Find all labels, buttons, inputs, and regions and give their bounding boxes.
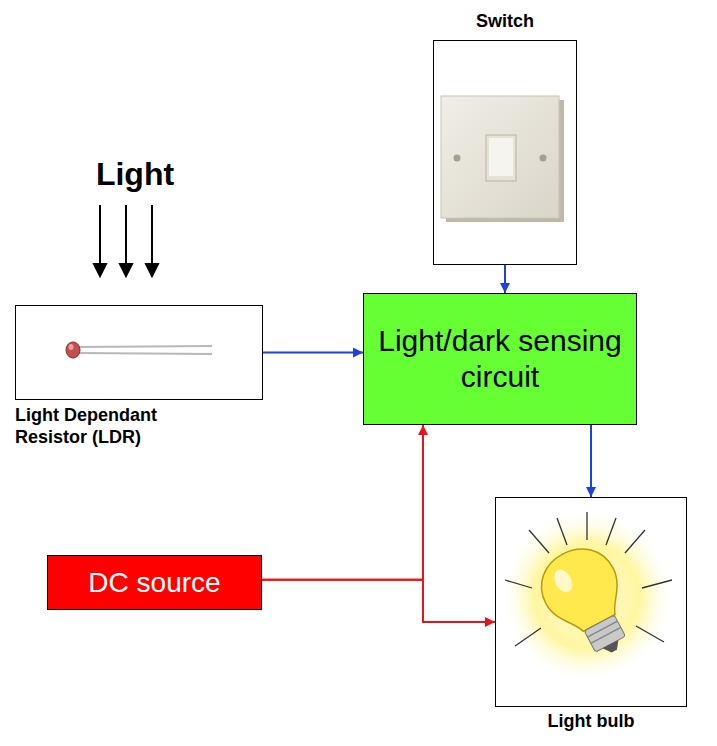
bulb-label: Light bulb	[495, 711, 687, 733]
caption-holder: Light Dependant Resistor (LDR)	[15, 405, 215, 448]
text-holder: DC source	[48, 556, 261, 609]
bulb-box: Light bulb	[495, 497, 687, 707]
text-holder: Light/dark sensing circuit	[364, 294, 636, 424]
caption-holder: Light bulb	[495, 711, 687, 733]
signal-arrow	[504, 265, 506, 293]
power-arrow	[262, 580, 495, 622]
switch-label: Switch	[433, 11, 577, 33]
switch-box: Switch	[433, 40, 577, 265]
light-arrows	[94, 205, 158, 276]
power-arrow	[262, 425, 423, 580]
process-box: Light/dark sensing circuit	[363, 293, 637, 425]
caption-holder: Switch	[433, 11, 577, 33]
source-label: DC source	[88, 566, 220, 600]
source-box: DC source	[47, 555, 262, 610]
signal-arrow	[590, 425, 592, 497]
ldr-picture	[66, 342, 212, 358]
ldr-label: Light Dependant Resistor (LDR)	[15, 405, 215, 448]
ldr-box: Light Dependant Resistor (LDR)	[15, 305, 263, 400]
bulb-picture	[499, 508, 675, 684]
circuit-label: Light/dark sensing circuit	[374, 323, 626, 395]
light-label: Light	[70, 156, 200, 193]
signal-arrow	[263, 352, 363, 354]
switch-picture	[441, 96, 564, 222]
